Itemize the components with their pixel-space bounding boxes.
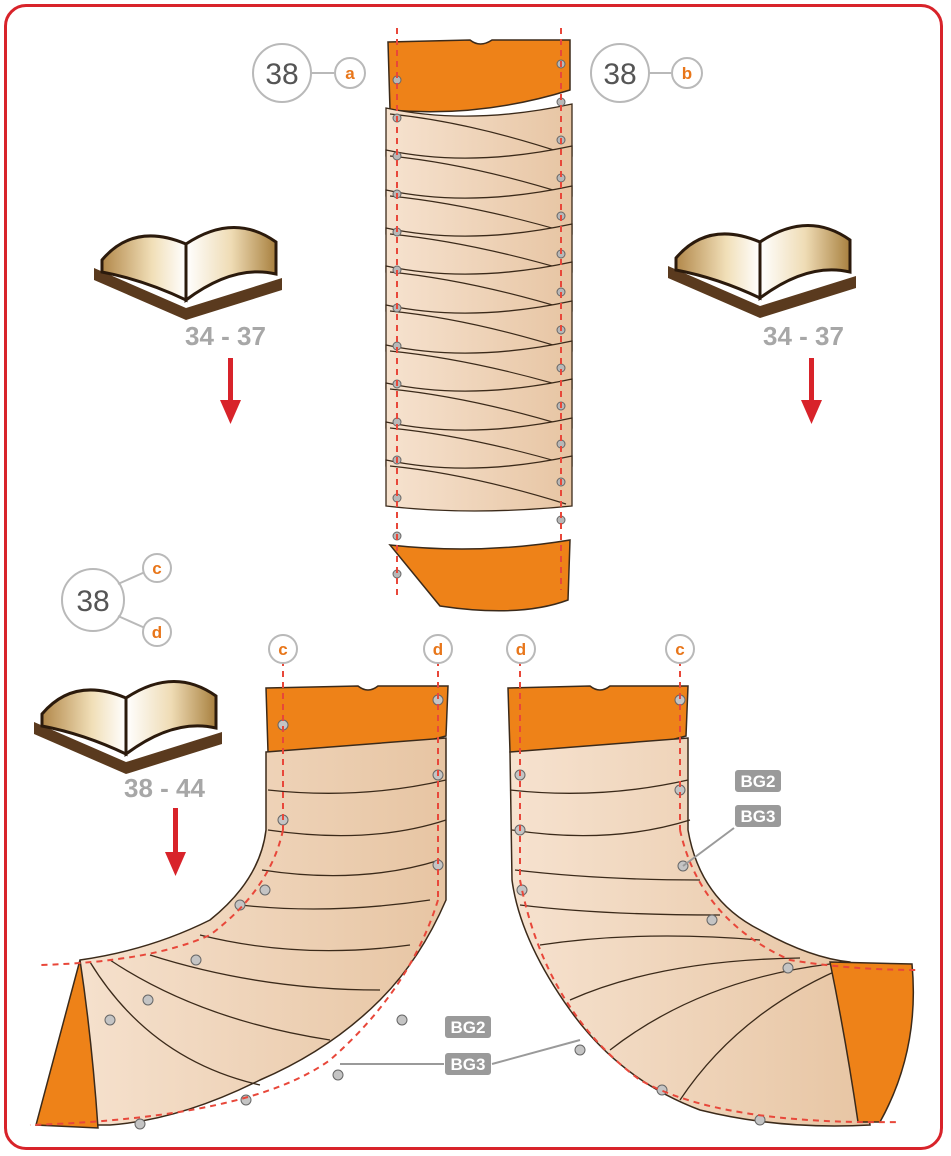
rivet (241, 1095, 251, 1105)
callout-number: 38 (76, 585, 109, 618)
callout-letter: c (152, 559, 161, 578)
callout-38-cd: 38 c d (62, 554, 171, 646)
page-ref: 38 - 44 (124, 773, 205, 803)
rivet (105, 1015, 115, 1025)
seam-label-c: c (666, 635, 694, 663)
leader-line (492, 1040, 580, 1064)
callout-38-b: 38 b (591, 44, 702, 102)
rivet (260, 885, 270, 895)
callout-letter: d (152, 623, 162, 642)
pipe-segments (386, 60, 572, 578)
callout-number: 38 (265, 58, 298, 91)
callout-38-a: 38 a (253, 44, 365, 102)
svg-text:c: c (278, 640, 287, 659)
open-book-icon (668, 225, 856, 318)
svg-text:BG3: BG3 (741, 807, 776, 826)
down-arrow-icon (801, 358, 822, 424)
rivet (143, 995, 153, 1005)
pipe-top-cap (388, 40, 570, 112)
svg-text:d: d (516, 640, 526, 659)
open-book-icon (94, 227, 282, 320)
rivet (783, 963, 793, 973)
rivet (707, 915, 717, 925)
elbow-body (60, 738, 446, 1125)
rivet (333, 1070, 343, 1080)
svg-text:c: c (675, 640, 684, 659)
elbow-body (510, 738, 870, 1126)
seam-label-c: c (269, 635, 297, 663)
svg-text:BG2: BG2 (741, 772, 776, 791)
down-arrow-icon (220, 358, 241, 424)
rivet (575, 1045, 585, 1055)
part-tag-bg2-right: BG2 (734, 769, 782, 793)
seam-label-d: d (424, 635, 452, 663)
part-tag-bg3-left: BG3 (444, 1052, 492, 1076)
part-tag-bg3-right: BG3 (734, 804, 782, 828)
callout-number: 38 (603, 58, 636, 91)
rivet (657, 1085, 667, 1095)
svg-text:d: d (433, 640, 443, 659)
pipe-bottom-cap (390, 540, 570, 611)
straight-pipe (386, 28, 572, 611)
right-elbow (508, 660, 918, 1126)
part-tag-bg2-left: BG2 (444, 1015, 492, 1039)
seam-label-d: d (507, 635, 535, 663)
rivet (191, 955, 201, 965)
callout-letter: b (682, 64, 692, 83)
open-book-icon (34, 681, 222, 774)
svg-text:BG2: BG2 (451, 1018, 486, 1037)
down-arrow-icon (165, 808, 186, 876)
rivet (135, 1119, 145, 1129)
page-ref: 34 - 37 (763, 321, 844, 351)
rivet (397, 1015, 407, 1025)
page-ref: 34 - 37 (185, 321, 266, 351)
callout-letter: a (345, 64, 355, 83)
svg-text:BG3: BG3 (451, 1055, 486, 1074)
